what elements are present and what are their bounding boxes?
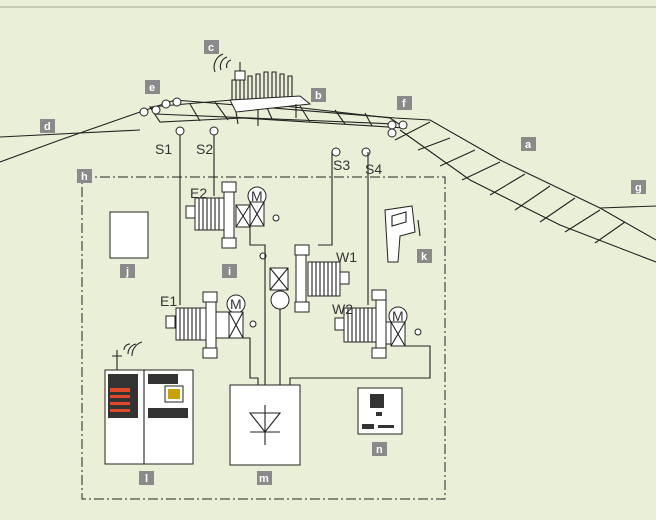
telephone-icon <box>384 205 421 263</box>
svg-text:g: g <box>635 182 642 194</box>
svg-text:h: h <box>81 171 88 183</box>
tag-j: j <box>120 264 135 278</box>
tag-i: i <box>222 264 237 278</box>
sheave-labels: S1 S2 S3 S4 <box>155 141 382 177</box>
svg-text:f: f <box>402 98 406 110</box>
motor-symbols: M M M <box>230 188 404 324</box>
motor-icon: M <box>251 188 263 204</box>
tag-l: l <box>139 471 154 485</box>
control-panel-icon <box>357 387 403 435</box>
antenna-icon <box>213 53 246 81</box>
cabinet-antenna-icon <box>123 341 143 357</box>
winch-label-w1: W1 <box>336 249 357 265</box>
motor-icon: M <box>230 296 242 312</box>
svg-text:n: n <box>376 444 383 456</box>
svg-text:m: m <box>259 473 269 485</box>
svg-text:l: l <box>145 473 148 485</box>
winch-w2 <box>334 289 422 359</box>
sheave-label-s2: S2 <box>196 141 213 157</box>
rectifier-icon <box>229 384 301 466</box>
tag-h: h <box>77 169 92 183</box>
svg-text:i: i <box>228 266 231 278</box>
tag-k: k <box>417 249 432 263</box>
svg-text:c: c <box>208 42 214 54</box>
svg-text:b: b <box>315 90 322 102</box>
tag-n: n <box>372 442 387 456</box>
winch-label-e1: E1 <box>160 293 177 309</box>
motor-icon: M <box>392 308 404 324</box>
control-cabinet-icon <box>104 350 194 465</box>
tag-a: a <box>521 137 536 151</box>
tag-m: m <box>257 471 272 485</box>
winch-labels: E2 E1 W1 W2 <box>160 185 357 317</box>
winch-label-w2: W2 <box>332 301 353 317</box>
tag-b: b <box>311 88 326 102</box>
embankment <box>0 99 656 263</box>
tag-e: e <box>145 80 160 94</box>
powerhouse-boundary <box>81 176 446 500</box>
tag-d: d <box>40 119 55 133</box>
power-wiring <box>243 226 431 385</box>
svg-text:e: e <box>149 82 155 94</box>
winch-w1 <box>259 244 350 313</box>
gate-structure-icon <box>229 71 312 126</box>
sheave-label-s1: S1 <box>155 141 172 157</box>
winch-label-e2: E2 <box>190 185 207 201</box>
box-j <box>109 211 149 259</box>
tag-f: f <box>397 96 412 110</box>
tag-g: g <box>631 180 646 194</box>
svg-text:k: k <box>421 251 428 263</box>
winch-e1 <box>165 291 257 359</box>
letter-tags: a b c d e f g h i j k l m n <box>40 40 646 485</box>
tag-c: c <box>204 40 219 54</box>
winch-e2 <box>185 181 280 249</box>
svg-text:d: d <box>44 121 51 133</box>
sheave-label-s3: S3 <box>333 157 350 173</box>
svg-text:j: j <box>125 266 129 278</box>
hoist-cables <box>179 135 369 305</box>
sheave-label-s4: S4 <box>365 161 382 177</box>
svg-text:a: a <box>525 139 532 151</box>
